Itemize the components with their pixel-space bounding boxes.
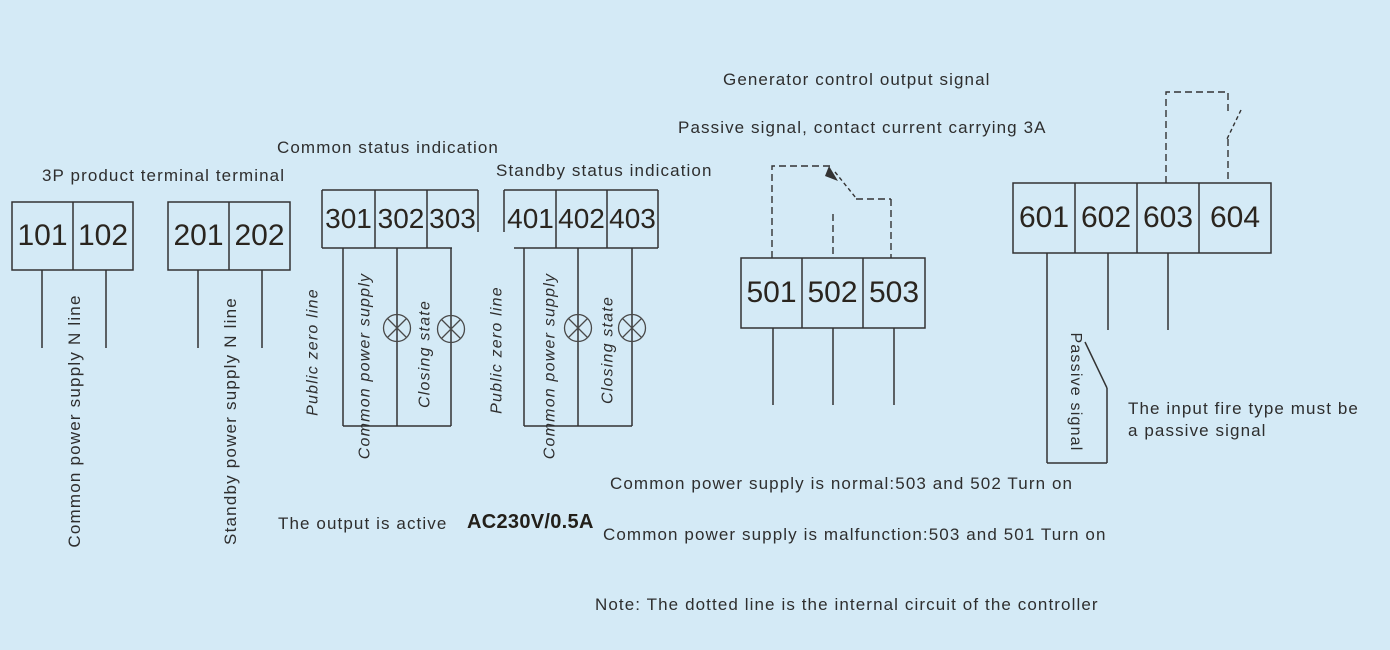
- terminal-box-301-303: [321, 189, 479, 427]
- wire-label-closing-state-403: Closing state: [599, 295, 616, 405]
- relay-blade: [834, 171, 857, 199]
- wire: [1046, 253, 1169, 463]
- terminal-cell-503: 503: [868, 276, 920, 309]
- wire-label-common-n-line: Common power supply N line: [65, 294, 84, 548]
- passive-contact-blade: [1084, 341, 1108, 389]
- terminal-cell-502: 502: [807, 276, 858, 309]
- terminal-cell-401: 401: [507, 203, 554, 234]
- wire: [197, 270, 263, 348]
- lamp-icon-402: [563, 313, 593, 343]
- terminal-cell-102: 102: [77, 219, 129, 252]
- terminal-cell-602: 602: [1080, 201, 1132, 234]
- wire-label-passive-signal: Passive signal: [1067, 332, 1084, 452]
- terminal-cell-402: 402: [558, 203, 605, 234]
- internal-relay-501-503: [771, 165, 892, 258]
- terminal-cell-501: 501: [746, 276, 797, 309]
- terminal-cell-101: 101: [17, 219, 68, 252]
- wire-label-standby-n-line: Standby power supply N line: [221, 297, 240, 545]
- note-malfunction-condition: Common power supply is malfunction:503 a…: [603, 525, 1107, 544]
- note-fire-input-line2: a passive signal: [1128, 421, 1267, 440]
- terminal-cell-202: 202: [234, 219, 285, 252]
- wire-label-common-power-302: Common power supply: [356, 272, 373, 460]
- terminal-box-201-202: [167, 201, 291, 348]
- header-passive-rating: Passive signal, contact current carrying…: [678, 118, 1047, 137]
- header-standby-status: Standby status indication: [496, 161, 713, 180]
- header-3p-product-terminal: 3P product terminal terminal: [42, 166, 286, 185]
- relay-blade: [1226, 109, 1242, 140]
- terminal-box-601-604: [1012, 182, 1272, 464]
- wire: [41, 270, 107, 348]
- terminal-box-401-403: [503, 189, 659, 427]
- terminal-cell-604: 604: [1209, 201, 1261, 234]
- relay-arrow-icon: [825, 166, 838, 181]
- wire: [772, 328, 895, 405]
- wire: [342, 248, 452, 427]
- wire-label-public-zero-301: Public zero line: [304, 288, 321, 416]
- terminal-box-101-102: [11, 201, 134, 348]
- wire-label-closing-state-303: Closing state: [416, 299, 433, 409]
- terminal-cell-301: 301: [325, 203, 372, 234]
- note-normal-condition: Common power supply is normal:503 and 50…: [610, 474, 1074, 493]
- wire-label-common-power-402: Common power supply: [541, 272, 558, 460]
- note-fire-input-line1: The input fire type must be: [1128, 399, 1359, 418]
- terminal-cell-403: 403: [609, 203, 656, 234]
- terminal-cell-303: 303: [429, 203, 476, 234]
- header-generator-output: Generator control output signal: [723, 70, 991, 89]
- wire: [523, 248, 633, 427]
- indicator-lamp-icons: [382, 313, 647, 344]
- lamp-icon-303: [436, 314, 466, 344]
- terminal-cell-302: 302: [377, 203, 425, 234]
- terminal-cell-201: 201: [173, 219, 224, 252]
- internal-relay-601-604: [1165, 91, 1242, 183]
- passive-contact-wire: [1047, 388, 1108, 464]
- lamp-icon-302: [382, 313, 412, 343]
- terminal-cell-603: 603: [1142, 201, 1194, 234]
- terminal-cell-601: 601: [1018, 201, 1070, 234]
- lamp-icon-403: [617, 313, 647, 343]
- wire-label-public-zero-401: Public zero line: [488, 286, 505, 414]
- note-rating: AC230V/0.5A: [467, 511, 594, 533]
- terminal-box-501-503: [740, 257, 926, 405]
- note-dotted-line: Note: The dotted line is the internal ci…: [595, 595, 1099, 614]
- note-output-active: The output is active: [278, 514, 448, 533]
- header-common-status: Common status indication: [277, 138, 499, 157]
